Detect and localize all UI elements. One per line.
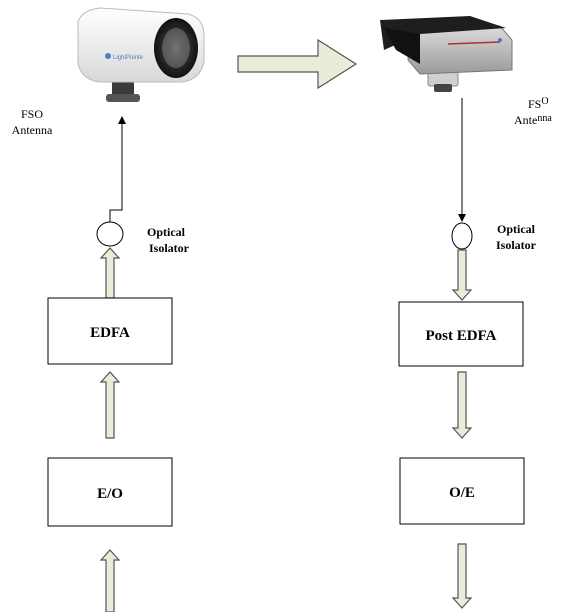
tx-camera-brand: LightPointe bbox=[113, 55, 144, 61]
tx-fso-antenna-camera: LightPointe bbox=[77, 7, 205, 102]
tx-fiber-line bbox=[109, 120, 123, 222]
rx-antenna-label-1-main: FS bbox=[528, 97, 541, 111]
rx-arrow-edfa-oe bbox=[451, 371, 473, 439]
rx-optical-isolator bbox=[451, 222, 473, 250]
rx-oe-box bbox=[399, 457, 525, 525]
brand-logo-icon bbox=[105, 53, 111, 59]
rx-oe-label: O/E bbox=[449, 485, 475, 501]
rx-fiber-arrowhead bbox=[458, 214, 466, 222]
tx-eo-box bbox=[47, 457, 173, 527]
rx-antenna-label-2-sup: nna bbox=[537, 113, 552, 124]
tx-arrow-eo-edfa bbox=[99, 371, 121, 439]
tx-eo-label: E/O bbox=[97, 486, 123, 502]
tx-edfa-label: EDFA bbox=[90, 325, 130, 341]
tx-antenna-label-2: Antenna bbox=[12, 123, 53, 137]
tx-arrow-edfa-isolator bbox=[99, 247, 121, 299]
rx-isolator-label-2: Isolator bbox=[496, 238, 537, 252]
tx-edfa-box bbox=[47, 297, 173, 365]
rx-antenna-label-1-sup: O bbox=[541, 96, 548, 107]
rx-post-edfa-box bbox=[398, 301, 524, 367]
tx-isolator-label-1: Optical bbox=[147, 225, 186, 239]
tx-antenna-label-1: FSO bbox=[21, 107, 43, 121]
link-arrow bbox=[237, 38, 358, 90]
rx-isolator-label-1: Optical bbox=[497, 222, 536, 236]
rx-antenna-label-2: Antenna bbox=[514, 113, 552, 127]
rx-arrow-isolator-edfa bbox=[451, 249, 473, 301]
rx-arrow-output bbox=[451, 543, 473, 609]
rx-post-edfa-label: Post EDFA bbox=[426, 328, 497, 344]
tx-optical-isolator bbox=[96, 221, 124, 247]
tx-arrow-input bbox=[99, 549, 121, 612]
tx-fiber-arrowhead bbox=[118, 116, 126, 124]
rx-antenna-label-2-main: Ante bbox=[514, 113, 537, 127]
rx-antenna-label-1: FSO bbox=[528, 96, 549, 111]
rx-fso-antenna-camera bbox=[380, 16, 513, 92]
tx-isolator-label-2: Isolator bbox=[149, 241, 190, 255]
